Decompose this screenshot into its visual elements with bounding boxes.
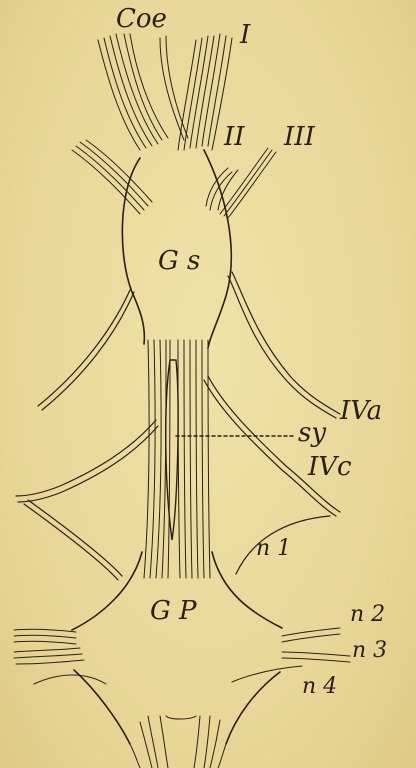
label-ganglion-gp: G P (150, 598, 197, 624)
bottom-roots (130, 716, 226, 768)
lateral-nerves-upper (38, 272, 340, 516)
label-n3: n 3 (352, 640, 387, 662)
label-IVc: IVc (308, 454, 352, 480)
top-nerve-bundles (98, 34, 232, 150)
label-II: II (224, 124, 245, 150)
label-ganglion-gs: G s (158, 248, 200, 274)
label-n2: n 2 (350, 604, 385, 626)
label-n4: n 4 (302, 676, 337, 698)
ganglion-gp-outline (72, 552, 282, 744)
ganglion-gp-side-bundles (14, 628, 350, 684)
label-n1: n 1 (256, 538, 291, 560)
label-sy: sy (298, 420, 326, 446)
label-I: I (240, 22, 250, 48)
label-IVa: IVa (340, 398, 382, 424)
label-III: III (284, 124, 315, 150)
label-coe: Coe (116, 6, 167, 32)
side-nerve-bundles (72, 140, 276, 218)
connective-tract (144, 340, 210, 578)
